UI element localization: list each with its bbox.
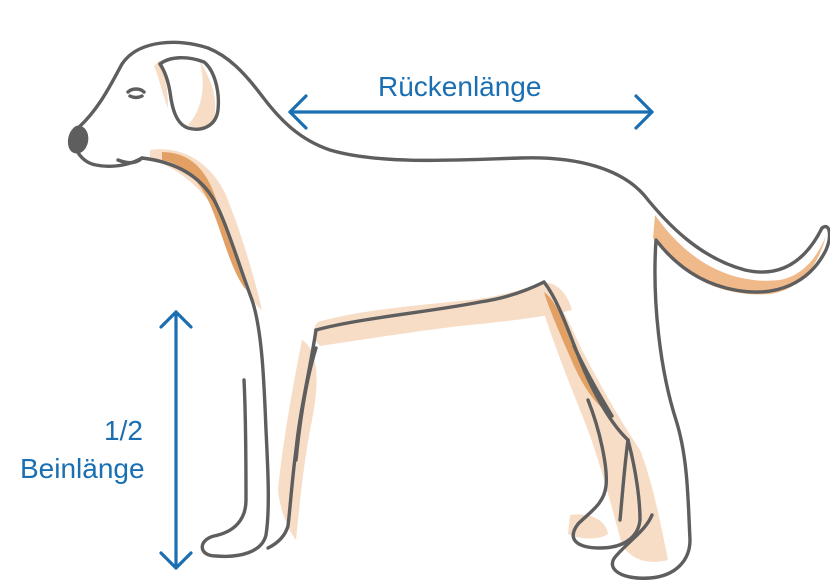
fur-shading (150, 60, 826, 562)
nose-icon (68, 126, 88, 154)
leg-length-label: Beinlänge (20, 452, 145, 486)
leg-length-fraction-label: 1/2 (104, 414, 143, 448)
eye-icon (128, 89, 144, 92)
back-length-label: Rückenlänge (378, 70, 541, 104)
tail-shading (653, 215, 826, 294)
eye-lower (130, 96, 142, 98)
belly-shading (314, 282, 572, 346)
leg-length-arrow (161, 312, 191, 568)
neck-chest-outline (142, 158, 268, 556)
